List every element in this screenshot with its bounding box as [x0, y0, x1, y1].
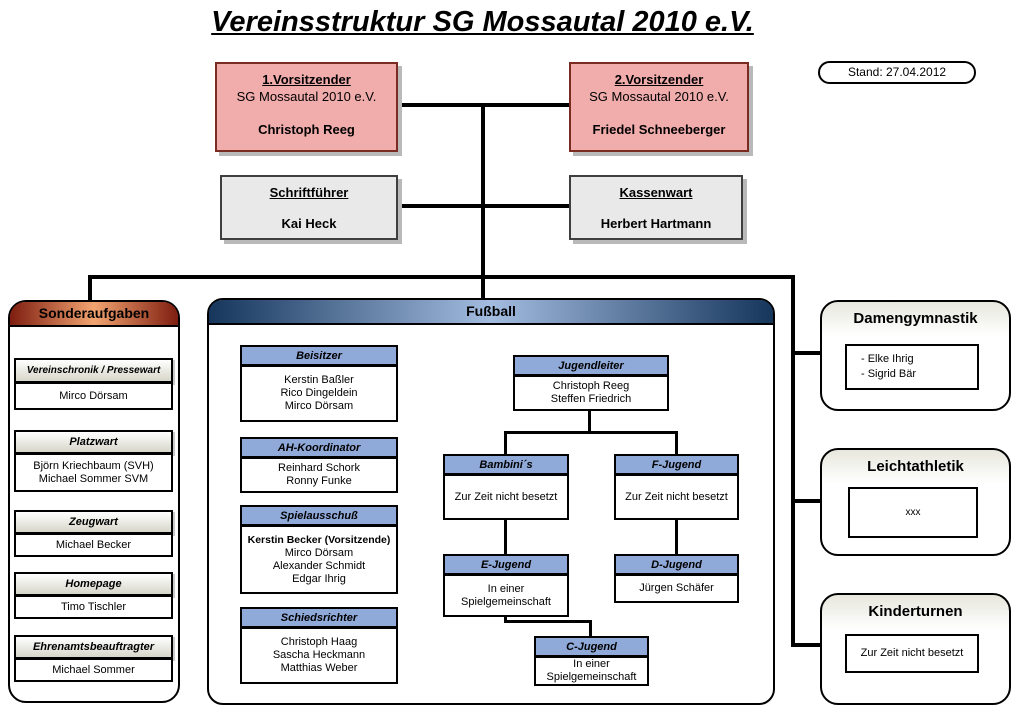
role-homepage: Homepage	[14, 572, 173, 596]
role-title: Kassenwart	[619, 185, 693, 200]
org-name: SG Mossautal 2010 e.V.	[589, 89, 729, 104]
leichtathletik-members: xxx	[848, 487, 978, 538]
person-name: Christoph Reeg	[258, 122, 355, 137]
person-name: Friedel Schneeberger	[592, 122, 726, 137]
connector-line	[481, 103, 485, 279]
status-f-jugend: Zur Zeit nicht besetzt	[614, 474, 739, 520]
connector-line	[791, 351, 822, 355]
status-c-jugend: In einer Spielgemeinschaft	[534, 656, 649, 686]
fussball-title: Fußball	[209, 300, 773, 325]
names-vereinschronik: Mirco Dörsam	[14, 382, 173, 410]
role-title: 1.Vorsitzender	[262, 72, 351, 87]
role-ehrenamtsbeauftragter: Ehrenamtsbeauftragter	[14, 635, 173, 659]
names-ah-koordinator: Reinhard Schork Ronny Funke	[240, 457, 398, 493]
damengymnastik-members: - Elke Ihrig - Sigrid Bär	[845, 344, 979, 390]
member-names: Mirco Dörsam Alexander Schmidt Edgar Ihr…	[272, 546, 366, 585]
names-schiedsrichter: Christoph Haag Sascha Heckmann Matthias …	[240, 627, 398, 684]
box-2-vorsitzender: 2.Vorsitzender SG Mossautal 2010 e.V. Fr…	[569, 62, 749, 152]
box-kassenwart: Kassenwart Herbert Hartmann	[569, 175, 743, 240]
tree-line	[504, 518, 507, 554]
tree-line	[588, 409, 591, 433]
box-1-vorsitzender: 1.Vorsitzender SG Mossautal 2010 e.V. Ch…	[215, 62, 398, 152]
names-ehrenamtsbeauftragter: Michael Sommer	[14, 658, 173, 682]
tree-line	[504, 615, 507, 623]
tree-line	[504, 431, 507, 454]
connector-line	[88, 275, 92, 302]
leichtathletik-title: Leichtathletik	[867, 458, 964, 475]
connector-line	[481, 275, 485, 300]
damengymnastik-panel: Damengymnastik	[820, 300, 1011, 411]
tree-line	[675, 518, 678, 554]
status-d-jugend: Jürgen Schäfer	[614, 574, 739, 603]
status-e-jugend: In einer Spielgemeinschaft	[443, 574, 569, 617]
role-title: 2.Vorsitzender	[614, 72, 704, 87]
role-bambinis: Bambini´s	[443, 454, 569, 475]
page-title: Vereinsstruktur SG Mossautal 2010 e.V.	[211, 6, 754, 38]
connector-line	[791, 499, 822, 503]
person-name: Kai Heck	[281, 216, 337, 231]
names-zeugwart: Michael Becker	[14, 533, 173, 557]
tree-line	[675, 431, 678, 454]
names-homepage: Timo Tischler	[14, 595, 173, 619]
role-platzwart: Platzwart	[14, 430, 173, 454]
role-c-jugend: C-Jugend	[534, 636, 649, 657]
role-d-jugend: D-Jugend	[614, 554, 739, 575]
role-jugendleiter: Jugendleiter	[513, 355, 669, 376]
names-spielausschuss: Kerstin Becker (Vorsitzende) Mirco Dörsa…	[240, 525, 398, 594]
role-f-jugend: F-Jugend	[614, 454, 739, 475]
role-beisitzer: Beisitzer	[240, 345, 398, 366]
tree-line	[589, 620, 592, 636]
status-bambinis: Zur Zeit nicht besetzt	[443, 474, 569, 520]
role-spielausschuss: Spielausschuß	[240, 505, 398, 526]
connector-line	[88, 275, 795, 279]
kinderturnen-title: Kinderturnen	[868, 603, 963, 620]
date-badge: Stand: 27.04.2012	[818, 61, 976, 84]
role-e-jugend: E-Jugend	[443, 554, 569, 575]
role-vereinschronik: Vereinschronik / Pressewart	[14, 358, 173, 383]
connector-line	[791, 643, 822, 647]
tree-line	[504, 431, 678, 434]
damengymnastik-title: Damengymnastik	[853, 310, 978, 327]
names-beisitzer: Kerstin Baßler Rico Dingeldein Mirco Dör…	[240, 365, 398, 422]
connector-line	[396, 204, 571, 208]
kinderturnen-members: Zur Zeit nicht besetzt	[845, 634, 979, 673]
box-schriftfuehrer: Schriftführer Kai Heck	[220, 175, 398, 240]
sonderaufgaben-title: Sonderaufgaben	[10, 302, 178, 327]
org-name: SG Mossautal 2010 e.V.	[236, 89, 377, 104]
chair-name: Kerstin Becker (Vorsitzende)	[247, 533, 391, 546]
names-platzwart: Björn Kriechbaum (SVH) Michael Sommer SV…	[14, 453, 173, 492]
role-schiedsrichter: Schiedsrichter	[240, 607, 398, 628]
connector-line	[791, 275, 795, 647]
names-jugendleiter: Christoph Reeg Steffen Friedrich	[513, 375, 669, 411]
role-ah-koordinator: AH-Koordinator	[240, 437, 398, 458]
role-title: Schriftführer	[269, 185, 349, 200]
role-zeugwart: Zeugwart	[14, 510, 173, 534]
person-name: Herbert Hartmann	[600, 216, 712, 231]
tree-line	[504, 620, 592, 623]
